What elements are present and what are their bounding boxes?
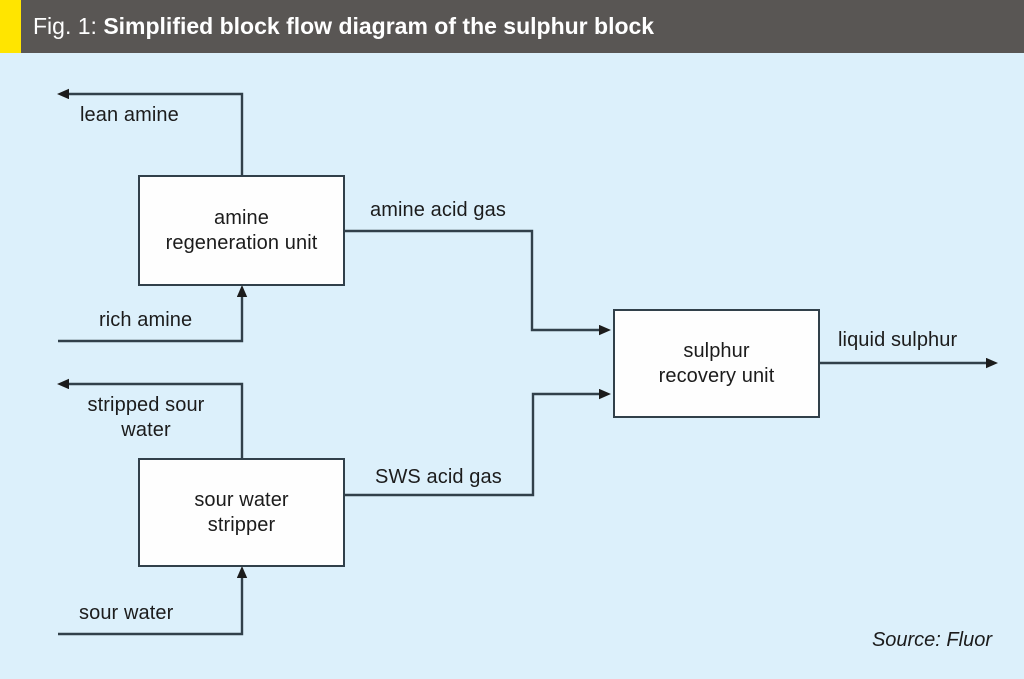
edge-label-sour-water: sour water bbox=[79, 602, 174, 624]
source-note: Source: Fluor bbox=[871, 629, 992, 651]
edge-label-amine-acid-gas: amine acid gas bbox=[370, 199, 506, 221]
connector-lean-amine bbox=[57, 88, 244, 175]
edge-label-lean-amine: lean amine bbox=[80, 104, 179, 126]
figure-caption: Fig. 1: Simplified block flow diagram of… bbox=[33, 11, 654, 41]
edge-label-rich-amine: rich amine bbox=[99, 309, 193, 331]
figure-title: Simplified block flow diagram of the sul… bbox=[103, 13, 655, 39]
edge-label-liquid-sulphur: liquid sulphur bbox=[838, 329, 958, 351]
connector-rich-amine bbox=[58, 285, 248, 343]
figure-header: Fig. 1: Simplified block flow diagram of… bbox=[0, 0, 1024, 53]
figure-number: Fig. 1: bbox=[33, 13, 97, 39]
flow-connectors bbox=[57, 88, 998, 636]
connector-stripped-sour-water bbox=[57, 378, 244, 458]
connector-amine-acid-gas bbox=[345, 229, 611, 336]
connector-sws-acid-gas bbox=[345, 388, 611, 497]
edge-label-sws-acid-gas: SWS acid gas bbox=[375, 466, 502, 488]
connector-sour-water bbox=[58, 566, 248, 636]
header-accent-bar bbox=[0, 0, 21, 53]
